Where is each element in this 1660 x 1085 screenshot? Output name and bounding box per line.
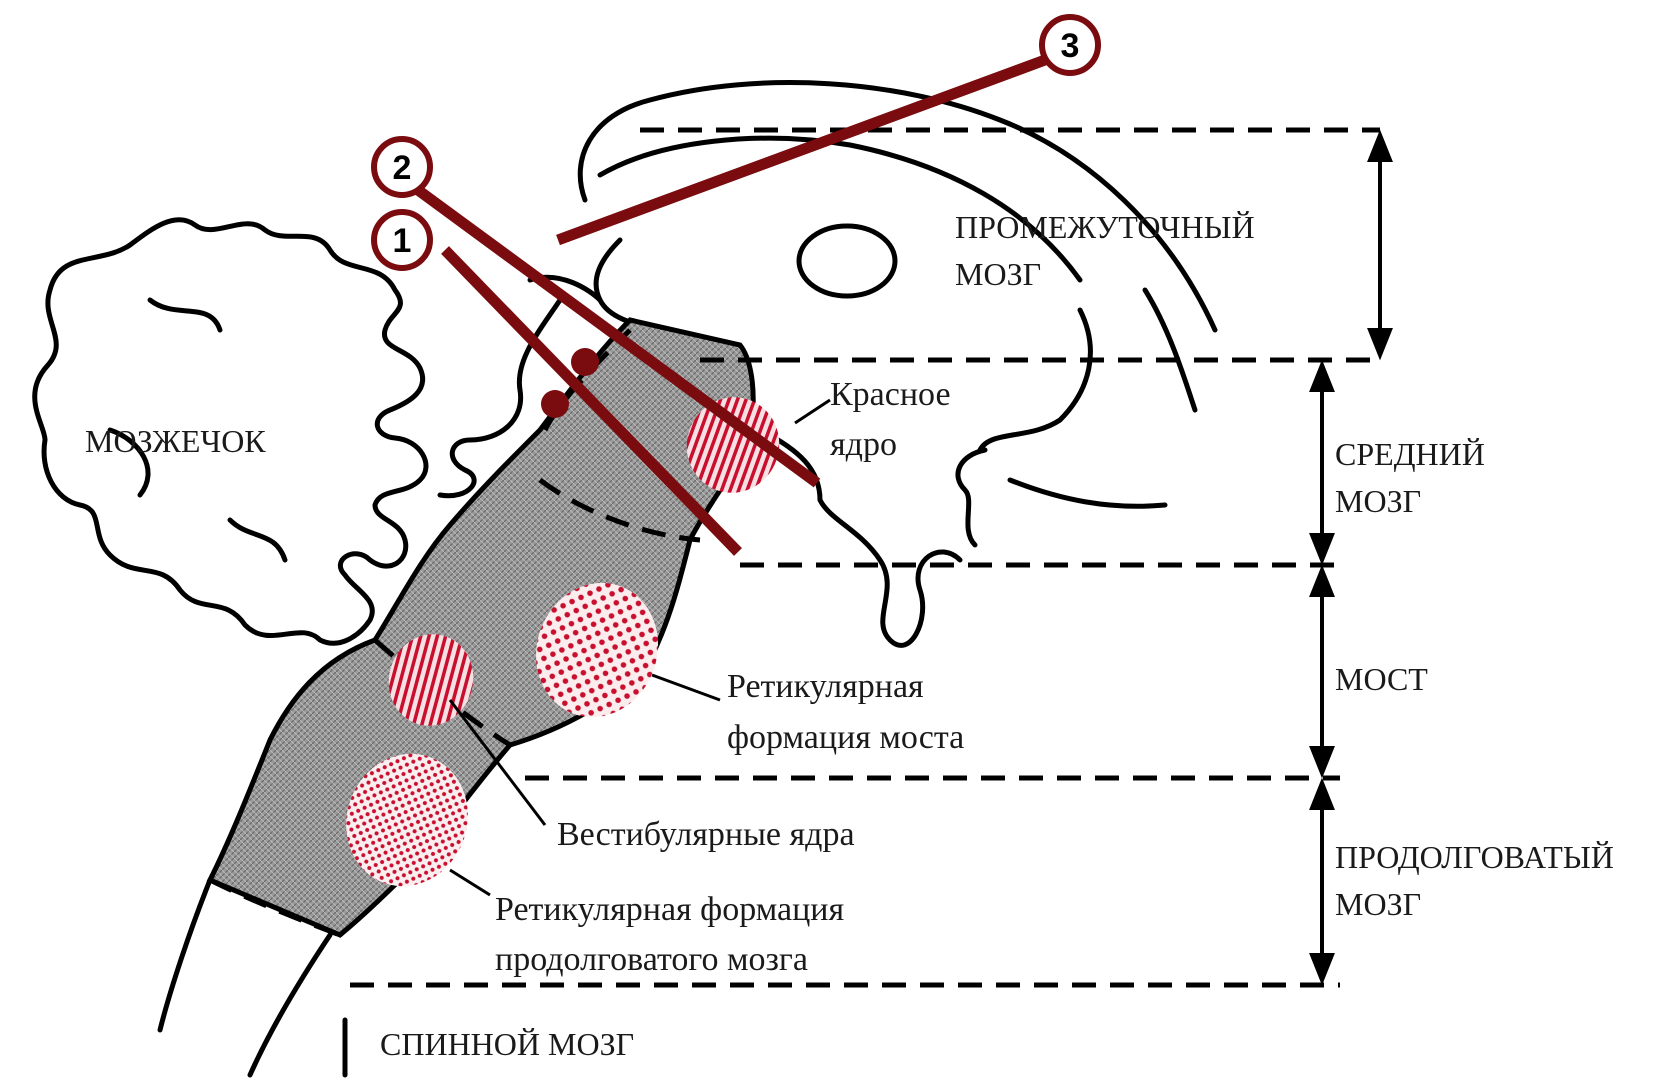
label-cerebellum: МОЗЖЕЧОК [85,423,266,459]
marker-3: 3 [1042,17,1098,73]
marker-2: 2 [374,139,430,195]
label-pons-rf-1: Ретикулярная [727,668,924,705]
label-red-nucleus-2: ядро [830,426,897,463]
svg-text:2: 2 [393,149,412,187]
label-medulla-rf-2: продолговатого мозга [495,941,808,978]
thalamus-oval [799,226,895,296]
label-red-nucleus-1: Красное [830,376,951,413]
label-midbrain-1: СРЕДНИЙ [1335,436,1485,472]
label-midbrain-2: МОЗГ [1335,483,1421,519]
label-diencephalon-1: ПРОМЕЖУТОЧНЫЙ [955,209,1255,245]
label-diencephalon-2: МОЗГ [955,256,1041,292]
label-spinal-cord: СПИННОЙ МОЗГ [380,1026,634,1062]
marker-1: 1 [374,212,430,268]
label-pons-rf-2: формация моста [727,719,964,756]
label-vestibular: Вестибулярные ядра [557,816,855,853]
label-medulla-rf-1: Ретикулярная формация [495,891,844,928]
label-medulla-2: МОЗГ [1335,886,1421,922]
svg-text:1: 1 [393,222,412,260]
label-medulla-1: ПРОДОЛГОВАТЫЙ [1335,839,1614,875]
label-pons: МОСТ [1335,661,1428,697]
svg-text:3: 3 [1061,27,1080,65]
